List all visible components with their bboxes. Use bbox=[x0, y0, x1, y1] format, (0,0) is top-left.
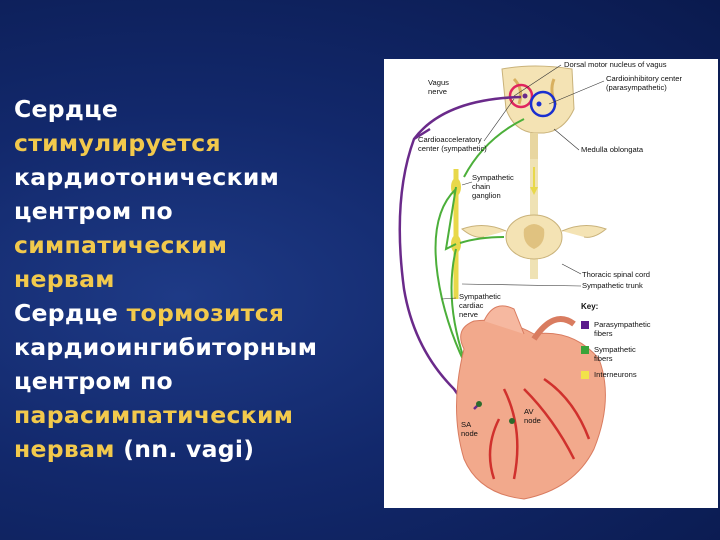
label-chain-2: chain bbox=[472, 182, 490, 191]
legend-item-2-line1: Interneurons bbox=[594, 370, 637, 379]
text-segment: нервам bbox=[14, 265, 115, 293]
label-cardiac-3: nerve bbox=[459, 310, 478, 319]
text-segment: кардиотоническим bbox=[14, 163, 280, 191]
label-cardioinhibitory-2: (parasympathetic) bbox=[606, 83, 667, 92]
text-segment: Сердце bbox=[14, 95, 119, 123]
text-line: кардиотоническим bbox=[14, 160, 384, 194]
label-thoracic: Thoracic spinal cord bbox=[582, 270, 650, 279]
legend: Key: Parasympathetic fibers Sympathetic … bbox=[581, 302, 651, 379]
text-segment: кардиоингибиторным bbox=[14, 333, 318, 361]
thoracic-spinal-cord bbox=[461, 214, 607, 260]
text-segment: центром по bbox=[14, 197, 173, 225]
cardioinhibitory-circle bbox=[529, 90, 557, 118]
heart-innervation-figure: Vagus nerve Dorsal motor nucleus of vagu… bbox=[384, 59, 718, 508]
text-line: центром по bbox=[14, 194, 384, 228]
label-chain-3: ganglion bbox=[472, 191, 501, 200]
text-line: стимулируется bbox=[14, 126, 384, 160]
text-line: парасимпатическим bbox=[14, 398, 384, 432]
text-segment: нервам bbox=[14, 435, 124, 463]
slide-text: Сердце стимулируется кардиотоническим центр… bbox=[14, 92, 384, 466]
text-segment: Сердце bbox=[14, 299, 127, 327]
label-av-1: AV bbox=[524, 407, 535, 416]
legend-title: Key: bbox=[581, 302, 598, 311]
text-line: центром по bbox=[14, 364, 384, 398]
label-cardioacceleratory-2: center (sympathetic) bbox=[418, 144, 487, 153]
medulla-oblongata bbox=[501, 65, 575, 169]
text-segment: стимулируется bbox=[14, 129, 221, 157]
text-segment: парасимпатическим bbox=[14, 401, 294, 429]
label-medulla: Medulla oblongata bbox=[581, 145, 644, 154]
label-cardiac-1: Sympathetic bbox=[459, 292, 501, 301]
legend-swatch-parasympathetic bbox=[581, 321, 589, 329]
text-line: Сердце bbox=[14, 92, 384, 126]
label-chain-1: Sympathetic bbox=[472, 173, 514, 182]
label-trunk: Sympathetic trunk bbox=[582, 281, 643, 290]
text-line: нервам (nn. vagi) bbox=[14, 432, 384, 466]
legend-item-0-line1: Parasympathetic bbox=[594, 320, 651, 329]
label-vagus-1: Vagus bbox=[428, 78, 449, 87]
text-segment: симпатическим bbox=[14, 231, 228, 259]
label-vagus-2: nerve bbox=[428, 87, 447, 96]
legend-item-1-line1: Sympathetic bbox=[594, 345, 636, 354]
label-sa-1: SA bbox=[461, 420, 472, 429]
text-line: нервам bbox=[14, 262, 384, 296]
cardioacceleratory-circle bbox=[508, 83, 534, 109]
text-segment: центром по bbox=[14, 367, 173, 395]
legend-item-1-line2: fibers bbox=[594, 354, 613, 363]
text-line: Сердце тормозится bbox=[14, 296, 384, 330]
legend-swatch-sympathetic bbox=[581, 346, 589, 354]
label-cardioinhibitory-1: Cardioinhibitory center bbox=[606, 74, 682, 83]
heart bbox=[456, 305, 606, 500]
label-cardioacceleratory-1: Cardioacceleratory bbox=[418, 135, 482, 144]
text-line: симпатическим bbox=[14, 228, 384, 262]
legend-item-0-line2: fibers bbox=[594, 329, 613, 338]
text-segment: (nn. vagi) bbox=[123, 435, 255, 463]
label-sa-2: node bbox=[461, 429, 478, 438]
legend-swatch-interneurons bbox=[581, 371, 589, 379]
text-line: кардиоингибиторным bbox=[14, 330, 384, 364]
text-segment: тормозится bbox=[126, 299, 285, 327]
label-cardiac-2: cardiac bbox=[459, 301, 484, 310]
diagram-svg: Vagus nerve Dorsal motor nucleus of vagu… bbox=[398, 60, 682, 500]
label-av-2: node bbox=[524, 416, 541, 425]
label-dorsal: Dorsal motor nucleus of vagus bbox=[564, 60, 667, 69]
